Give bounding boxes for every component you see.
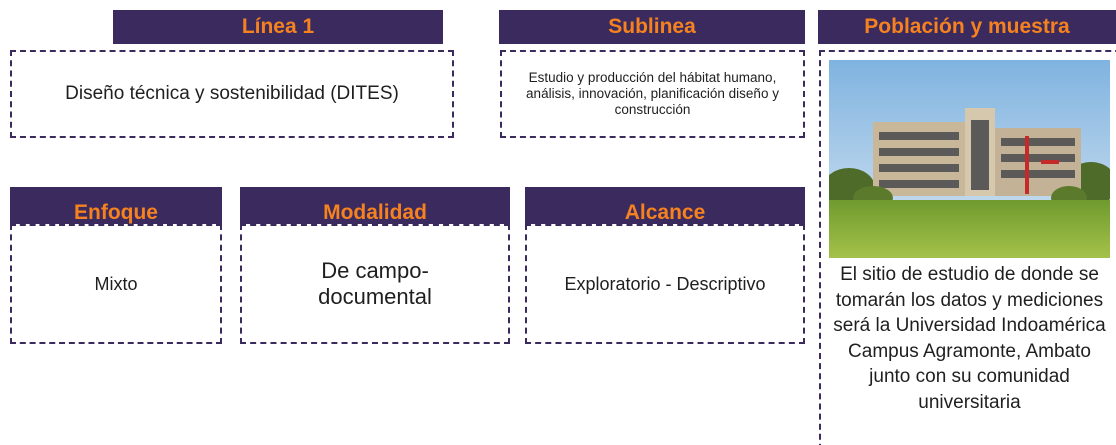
sublinea-content: Estudio y producción del hábitat humano,… xyxy=(526,70,779,117)
alcance-content: Exploratorio - Descriptivo xyxy=(564,273,766,294)
linea-box: Diseño técnica y sostenibilidad (DITES) xyxy=(10,50,454,138)
poblacion-description: El sitio de estudio de donde se tomarán … xyxy=(833,264,1106,413)
sublinea-header-label: Sublinea xyxy=(608,15,696,38)
campus-photo xyxy=(829,60,1110,258)
enfoque-header-label: Enfoque xyxy=(74,200,158,224)
modalidad-header-label: Modalidad xyxy=(323,200,427,224)
linea-header-label: Línea 1 xyxy=(241,15,315,38)
enfoque-content: Mixto xyxy=(94,273,138,294)
sublinea-header: Sublinea xyxy=(499,10,805,44)
poblacion-header-label: Población y muestra xyxy=(864,15,1070,38)
modalidad-box: De campo-documental xyxy=(240,224,510,344)
enfoque-box: Mixto xyxy=(10,224,222,344)
linea-header: Línea 1 xyxy=(113,10,443,44)
sublinea-box: Estudio y producción del hábitat humano,… xyxy=(500,50,805,138)
alcance-box: Exploratorio - Descriptivo xyxy=(525,224,805,344)
linea-content: Diseño técnica y sostenibilidad (DITES) xyxy=(65,83,399,104)
modalidad-content: De campo-documental xyxy=(318,258,432,309)
poblacion-header: Población y muestra xyxy=(818,10,1116,44)
alcance-header-label: Alcance xyxy=(624,200,706,224)
